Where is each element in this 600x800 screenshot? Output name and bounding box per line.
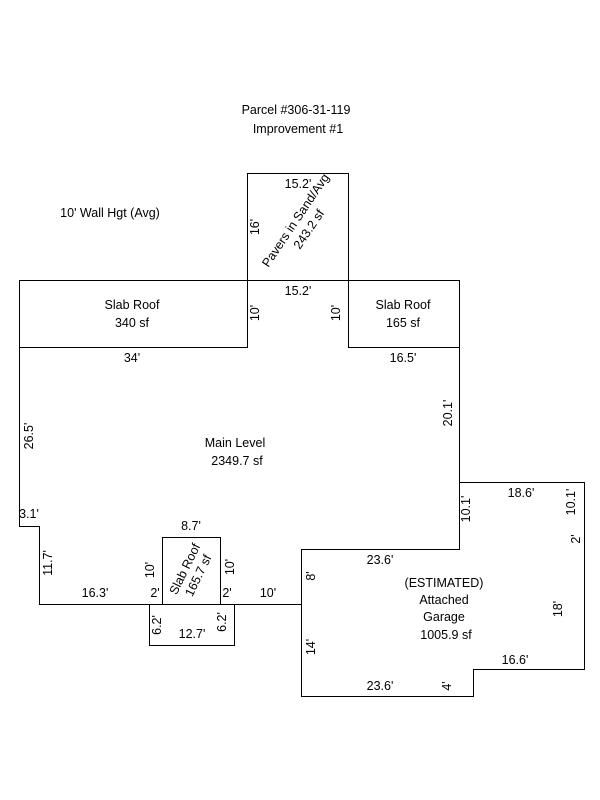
slab-roof-small-outline (149, 604, 235, 646)
dim-notch-bottom-left: 6.2' (150, 615, 164, 635)
main-level-label: Main Level (205, 436, 265, 450)
dim-main-left: 26.5' (22, 423, 36, 450)
slab-roof-left-outline (19, 280, 248, 348)
dim-main-right: 20.1' (441, 400, 455, 427)
dim-notch-top: 8.7' (181, 519, 201, 533)
dim-slab-right-left: 10' (329, 305, 343, 321)
dim-notch-left: 10' (143, 562, 157, 578)
dim-main-jog: 3.1' (19, 507, 39, 521)
main-level-outline (19, 347, 302, 605)
dim-main-left-lower: 11.7' (41, 550, 55, 576)
slab-roof-left-label: Slab Roof (105, 298, 160, 312)
improvement-label: Improvement #1 (253, 122, 343, 136)
dim-notch-bottom: 12.7' (179, 627, 206, 641)
garage-outline (301, 482, 585, 697)
dim-garage-bottom: 23.6' (367, 679, 394, 693)
parcel-number: Parcel #306-31-119 (242, 103, 351, 117)
dim-pavers-left: 16' (248, 219, 262, 235)
dim-garage-ext-right: 10.1' (564, 489, 578, 516)
dim-main-top-right: 16.5' (390, 351, 417, 365)
dim-garage-left-lower: 14' (304, 639, 318, 655)
dim-garage-right-jog: 2' (569, 534, 583, 543)
slab-roof-left-area: 340 sf (115, 316, 150, 330)
dim-garage-ext-left: 10.1' (459, 496, 473, 523)
dim-garage-top: 23.6' (367, 553, 394, 567)
slab-roof-right-area: 165 sf (386, 316, 421, 330)
garage-attached-label: Attached (419, 593, 468, 607)
slab-roof-small-area-label: Slab Roof 165.7 sf (167, 541, 215, 599)
dim-slab-left-right: 10' (248, 305, 262, 321)
dim-main-bottom-right: 10' (260, 586, 276, 600)
dim-main-top-left: 34' (124, 351, 140, 365)
garage-area: 1005.9 sf (420, 628, 472, 642)
slab-roof-right-label: Slab Roof (376, 298, 431, 312)
dim-pavers-bottom: 15.2' (285, 284, 312, 298)
garage-label: Garage (423, 610, 465, 624)
wall-height-label: 10' Wall Hgt (Avg) (60, 206, 160, 220)
dim-garage-left-upper: 8' (304, 571, 318, 580)
dim-pavers-top: 15.2' (285, 177, 312, 191)
main-level-area: 2349.7 sf (211, 454, 263, 468)
dim-main-bottom-left: 16.3' (82, 586, 109, 600)
pavers-outline (247, 173, 349, 281)
dim-garage-right: 18' (551, 601, 565, 617)
dim-notch-right-jog: 2' (222, 586, 231, 600)
dim-garage-step-left: 4' (440, 681, 454, 690)
garage-estimated-label: (ESTIMATED) (405, 576, 484, 590)
dim-notch-right: 10' (223, 559, 237, 575)
dim-notch-bottom-right: 6.2' (215, 612, 229, 632)
dim-garage-ext-top: 18.6' (508, 486, 535, 500)
dim-garage-step: 16.6' (502, 653, 529, 667)
slab-roof-right-outline (348, 280, 460, 348)
dim-notch-left-jog: 2' (150, 586, 159, 600)
